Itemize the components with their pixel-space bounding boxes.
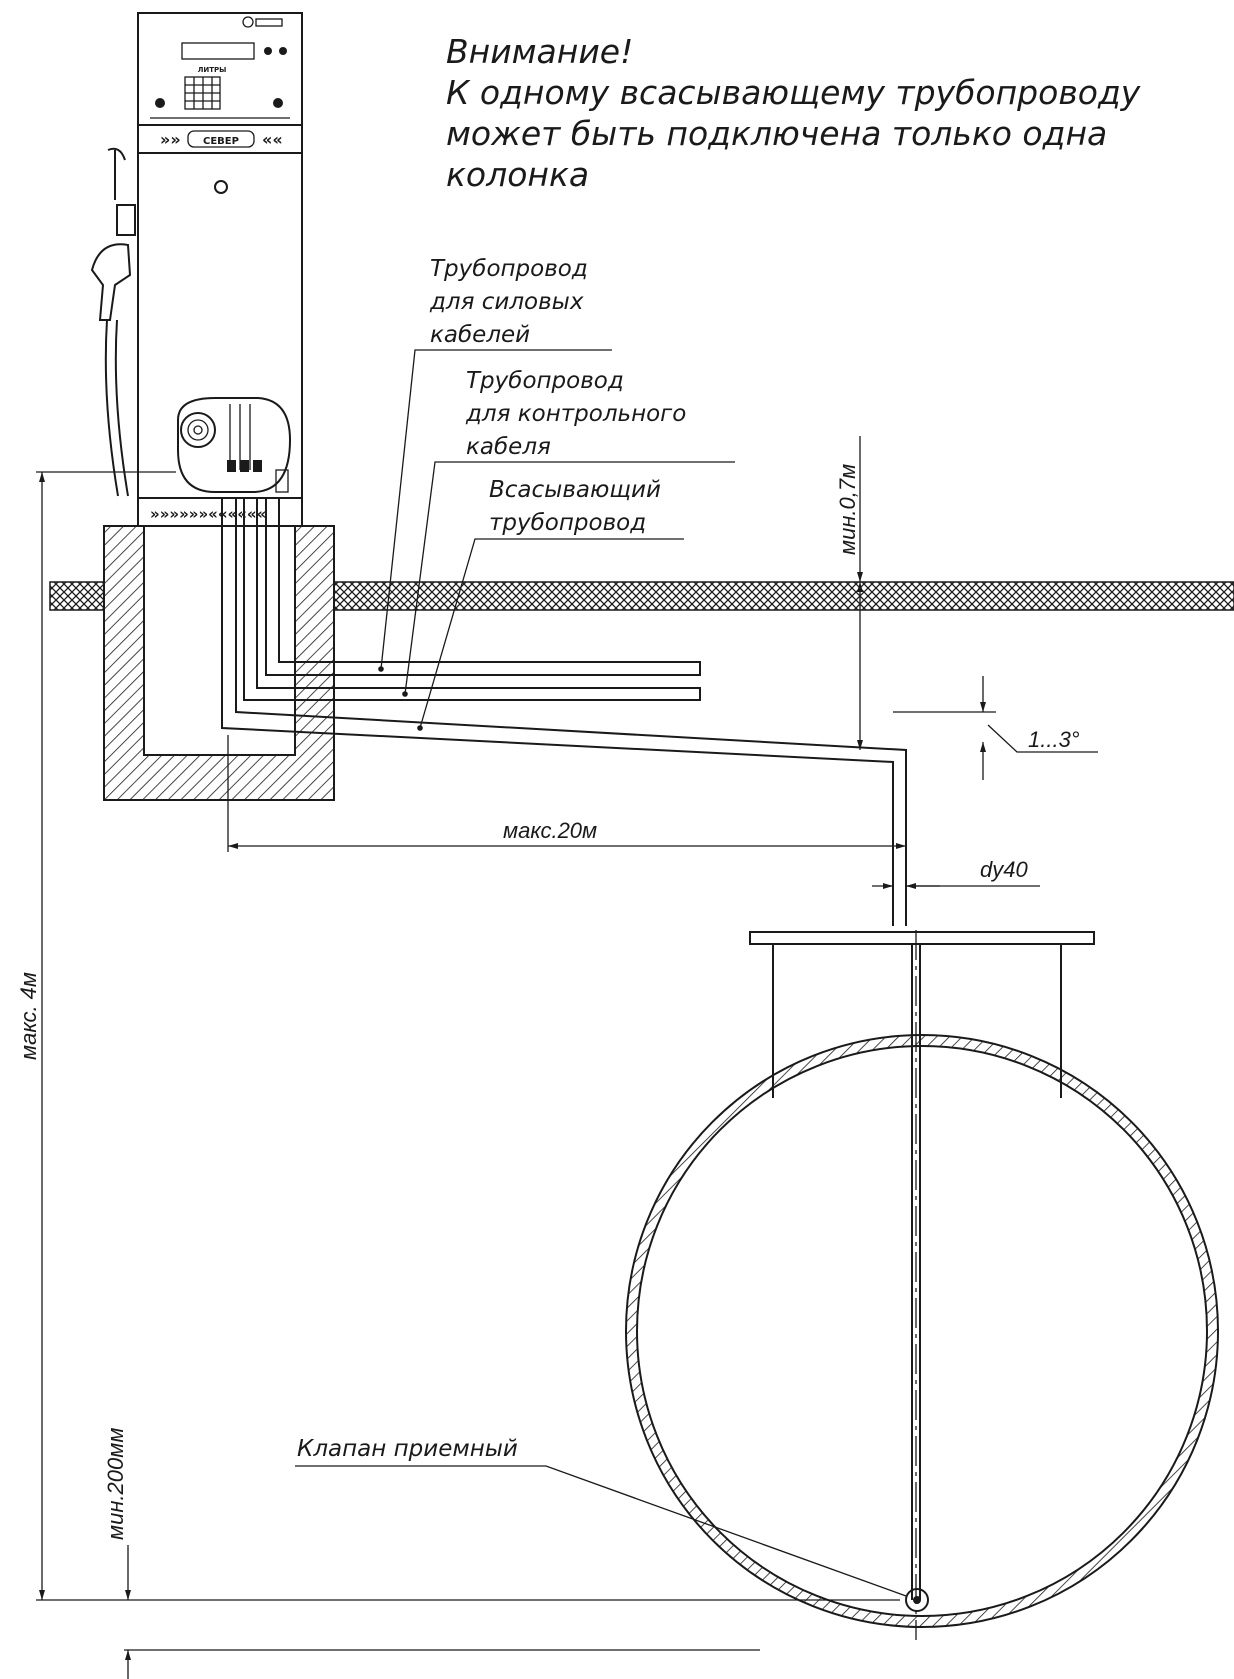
- dim-pipe-diameter: dу40: [980, 857, 1028, 882]
- warning-block: Внимание! К одному всасывающему трубопро…: [446, 32, 1141, 194]
- storage-tank: [625, 930, 1219, 1640]
- fuel-dispenser: ЛИТРЫ »» СЕВЕР «« »»»»»»««««««: [90, 12, 303, 527]
- callout-valve: Клапан приемный: [297, 1436, 518, 1462]
- svg-text:кабелей: кабелей: [430, 322, 530, 348]
- dimension-lines: [36, 436, 1098, 1679]
- leader-lines: [295, 349, 907, 1597]
- svg-text:Трубопровод: Трубопровод: [430, 256, 588, 282]
- dim-max-length: макс.20м: [503, 818, 597, 843]
- chevron-strip-icon: »»»»»»««««««: [150, 505, 266, 523]
- dim-min-clearance: мин.200мм: [103, 1428, 128, 1540]
- brand-logo: СЕВЕР: [203, 136, 239, 147]
- warning-title: Внимание!: [446, 32, 633, 71]
- svg-text:Всасывающий: Всасывающий: [489, 477, 661, 503]
- callout-power-pipe: Трубопровод для силовых кабелей: [429, 256, 588, 348]
- dim-min-depth: мин.0,7м: [835, 464, 860, 555]
- ground-layer: [49, 581, 1234, 611]
- foot-valve-icon: [905, 1588, 929, 1612]
- indicator-lamp: [214, 180, 228, 194]
- svg-text:трубопровод: трубопровод: [489, 510, 646, 536]
- pump-unit-icon: [177, 397, 292, 493]
- warning-line-2: может быть подключена только одна: [446, 114, 1107, 153]
- display-label: ЛИТРЫ: [198, 66, 227, 74]
- warning-line-3: колонка: [446, 155, 589, 194]
- svg-text:для контрольного: для контрольного: [465, 401, 686, 427]
- svg-text:для силовых: для силовых: [429, 289, 584, 315]
- keypad: [184, 76, 221, 110]
- nozzle-icon: [90, 243, 132, 321]
- dim-max-height: макс. 4м: [16, 972, 41, 1060]
- chevron-right-icon: ««: [262, 130, 283, 149]
- svg-text:Трубопровод: Трубопровод: [466, 368, 624, 394]
- dim-slope: 1...3°: [1028, 727, 1080, 752]
- callout-control-pipe: Трубопровод для контрольного кабеля: [465, 368, 686, 460]
- warning-line-1: К одному всасывающему трубопроводу: [446, 73, 1141, 112]
- callout-suction-pipe: Всасывающий трубопровод: [489, 477, 661, 536]
- svg-text:кабеля: кабеля: [466, 434, 551, 460]
- chevron-left-icon: »»: [160, 130, 181, 149]
- hose-icon: [104, 319, 129, 497]
